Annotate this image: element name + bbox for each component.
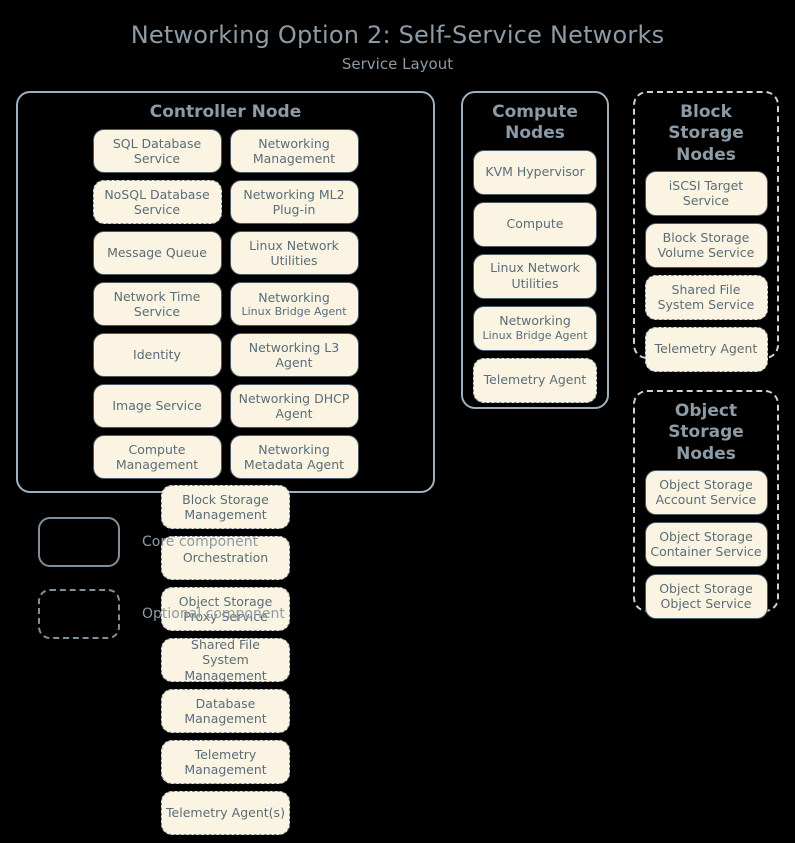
service-chip-label: Networking L3 Agent	[248, 339, 340, 371]
service-chip-label: KVM Hypervisor	[485, 164, 585, 180]
block-storage-nodes-title: Block Storage Nodes	[668, 102, 744, 165]
service-chip-label: Telemetry Agent	[654, 341, 758, 357]
service-chip[interactable]: Telemetry Management	[161, 740, 290, 785]
legend-row-optional: Optional component	[38, 586, 378, 642]
service-chip[interactable]: Telemetry Agent	[473, 357, 597, 403]
service-chip-label: Compute	[506, 216, 564, 232]
service-chip[interactable]: Block Storage Management	[161, 485, 290, 530]
service-chip[interactable]: Object Storage Container Service	[644, 521, 768, 567]
service-chip-label: Identity	[133, 347, 181, 363]
service-chip-label: iSCSI Target Service	[668, 177, 744, 209]
service-chip-label: Linux Network Utilities	[490, 260, 580, 291]
service-chip[interactable]: Message Queue	[92, 231, 222, 276]
service-chip-label: SQL Database Service	[112, 135, 202, 167]
service-chip[interactable]: Object Storage Object Service	[644, 573, 768, 619]
controller-node-title: Controller Node	[149, 102, 302, 122]
service-chip-label: Shared File System Service	[657, 281, 755, 313]
page-title: Networking Option 2: Self-Service Networ…	[130, 21, 665, 49]
service-chip[interactable]: Identity	[92, 333, 222, 378]
service-chip-sublabel: Linux Bridge Agent	[241, 305, 347, 319]
service-chip-label: Object Storage Container Service	[650, 528, 762, 560]
service-chip-label: Orchestration	[182, 550, 269, 566]
service-chip[interactable]: Network Time Service	[92, 282, 222, 327]
service-chip-label: Networking Metadata Agent	[243, 441, 345, 473]
page-subtitle: Service Layout	[341, 55, 454, 74]
object-storage-nodes-container: Object Storage Nodes Object Storage Acco…	[633, 390, 779, 619]
service-chip-label: Block Storage Volume Service	[657, 229, 755, 261]
service-chip-label: Network Time Service	[113, 288, 201, 320]
service-chip-label: Object Storage Account Service	[655, 476, 757, 508]
legend: Core component Optional component	[38, 514, 378, 658]
service-chip-label: Database Management	[184, 695, 267, 727]
service-chip-label: Image Service	[112, 398, 202, 414]
service-chip[interactable]: Shared File System Service	[644, 274, 768, 320]
service-chip-label: Networking Management	[252, 135, 336, 167]
service-chip[interactable]: Orchestration	[161, 536, 290, 581]
service-chip[interactable]: KVM Hypervisor	[473, 149, 597, 195]
service-chip[interactable]: Compute	[473, 201, 597, 247]
service-chip-label: Networking	[499, 313, 571, 329]
service-chip[interactable]: Compute Management	[92, 435, 222, 480]
service-chip-sublabel: Linux Bridge Agent	[482, 328, 588, 342]
service-chip[interactable]: Telemetry Agent(s)	[161, 791, 290, 836]
service-chip[interactable]: Linux Network Utilities	[473, 253, 597, 299]
legend-swatch-core	[38, 517, 120, 567]
service-chip[interactable]: Networking ML2 Plug-in	[229, 180, 359, 225]
service-chip[interactable]: iSCSI Target Service	[644, 170, 768, 216]
service-chip-label: Message Queue	[107, 245, 207, 261]
service-chip-label: Linux Network Utilities	[249, 237, 339, 269]
service-chip[interactable]: Networking Management	[229, 129, 359, 174]
service-chip-label: NoSQL Database Service	[104, 186, 210, 218]
service-chip[interactable]: Networking L3 Agent	[229, 333, 359, 378]
service-chip[interactable]: Image Service	[92, 384, 222, 429]
service-chip-label: Networking DHCP Agent	[238, 390, 350, 422]
service-chip[interactable]: Telemetry Agent	[644, 326, 768, 372]
service-chip-label: Object Storage Object Service	[659, 580, 753, 612]
compute-nodes-title: Compute Nodes	[492, 102, 578, 144]
block-storage-nodes-container: Block Storage Nodes iSCSI Target Service…	[633, 91, 779, 372]
service-chip-label: Object Storage Proxy Service	[178, 593, 273, 625]
service-chip[interactable]: Object Storage Account Service	[644, 469, 768, 515]
legend-row-core: Core component	[38, 514, 378, 570]
service-chip-label: Networking	[258, 289, 330, 305]
service-chip-label: Block Storage Management	[182, 491, 269, 523]
service-chip[interactable]: Database Management	[161, 689, 290, 734]
service-chip-label: Telemetry Agent	[483, 372, 587, 388]
service-chip-label: Networking ML2 Plug-in	[243, 186, 345, 218]
title-block: Networking Option 2: Self-Service Networ…	[0, 0, 795, 73]
service-chip[interactable]: Block Storage Volume Service	[644, 222, 768, 268]
service-chip-label: Telemetry Management	[184, 746, 267, 778]
service-chip[interactable]: Object Storage Proxy Service	[161, 587, 290, 632]
service-chip-label: Telemetry Agent(s)	[166, 805, 285, 821]
service-chip[interactable]: Networking DHCP Agent	[229, 384, 359, 429]
service-chip-label: Compute Management	[115, 441, 199, 473]
object-storage-nodes-title: Object Storage Nodes	[668, 401, 744, 464]
service-chip[interactable]: Linux Network Utilities	[229, 231, 359, 276]
legend-label-optional: Optional component	[142, 606, 285, 622]
legend-swatch-optional	[38, 589, 120, 639]
service-chip[interactable]: Networking Metadata Agent	[229, 435, 359, 480]
service-chip[interactable]: SQL Database Service	[92, 129, 222, 174]
legend-label-core: Core component	[142, 534, 259, 550]
service-chip[interactable]: NoSQL Database Service	[92, 180, 222, 225]
